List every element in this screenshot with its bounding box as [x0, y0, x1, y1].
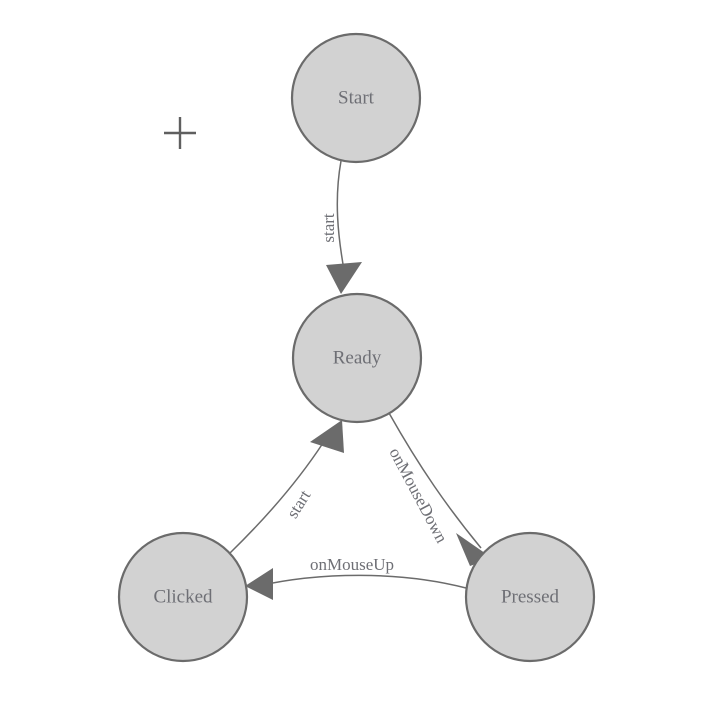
state-node-pressed-circle — [464, 531, 596, 663]
edge-start-to-ready-path — [336, 160, 345, 271]
state-node-start-circle — [290, 32, 422, 164]
edge-clicked-to-ready-path — [229, 442, 324, 554]
state-node-clicked-label: Clicked — [153, 586, 213, 607]
state-node-clicked[interactable]: Clicked — [117, 531, 249, 663]
edge-ready-to-pressed[interactable]: onMouseDown — [385, 412, 492, 566]
edge-pressed-to-clicked-path — [257, 574, 467, 589]
state-node-ready-circle — [291, 292, 423, 424]
plus-marker-icon[interactable] — [164, 117, 196, 149]
arrowhead-into-clicked-from-pressed — [245, 568, 273, 600]
edge-pressed-to-clicked[interactable]: onMouseUp — [245, 555, 467, 600]
state-node-ready-label: Ready — [333, 347, 382, 368]
edge-label-start-to-ready: start — [319, 213, 338, 243]
state-node-start-label: Start — [338, 87, 375, 108]
edge-clicked-to-ready[interactable]: start — [229, 420, 344, 554]
state-node-start[interactable]: Start — [290, 32, 422, 164]
state-node-pressed[interactable]: Pressed — [464, 531, 596, 663]
edge-ready-to-pressed-path — [388, 412, 482, 549]
state-node-ready[interactable]: Ready — [291, 292, 423, 424]
state-node-clicked-circle — [117, 531, 249, 663]
arrowhead-into-ready-from-start — [326, 262, 362, 294]
state-node-pressed-label: Pressed — [501, 586, 560, 607]
arrowhead-into-ready-from-clicked — [310, 420, 344, 453]
edge-start-to-ready[interactable]: start — [319, 160, 362, 294]
edge-label-pressed-to-clicked: onMouseUp — [310, 555, 394, 574]
